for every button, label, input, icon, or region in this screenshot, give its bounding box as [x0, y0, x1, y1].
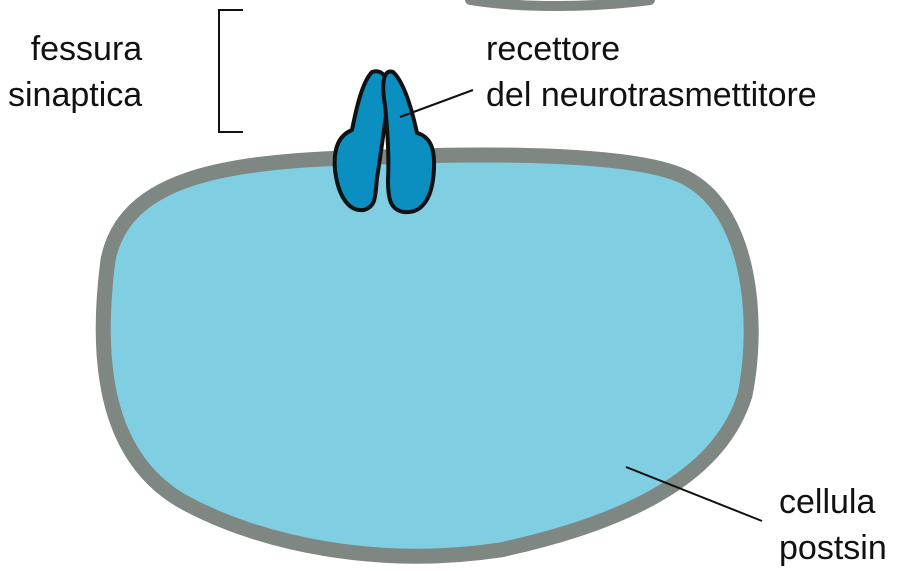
receptor-right-subunit [383, 71, 434, 212]
receptor-label: recettore del neurotrasmettitore [486, 26, 817, 118]
synaptic-cleft-label-line1: fessura [8, 26, 142, 72]
synaptic-cleft-label-line2: sinaptica [8, 72, 142, 118]
synaptic-cleft-label: fessura sinaptica [8, 26, 142, 118]
postsynaptic-cell [103, 155, 751, 556]
postsynaptic-cell-label-line1: cellula [779, 479, 887, 525]
synaptic-cleft-bracket [219, 10, 243, 132]
receptor-label-line2: del neurotrasmettitore [486, 72, 817, 118]
postsynaptic-cell-label-line2: postsin [779, 525, 887, 571]
presynaptic-membrane [470, 0, 650, 6]
postsynaptic-cell-label: cellula postsin [779, 479, 887, 571]
receptor-label-line1: recettore [486, 26, 817, 72]
